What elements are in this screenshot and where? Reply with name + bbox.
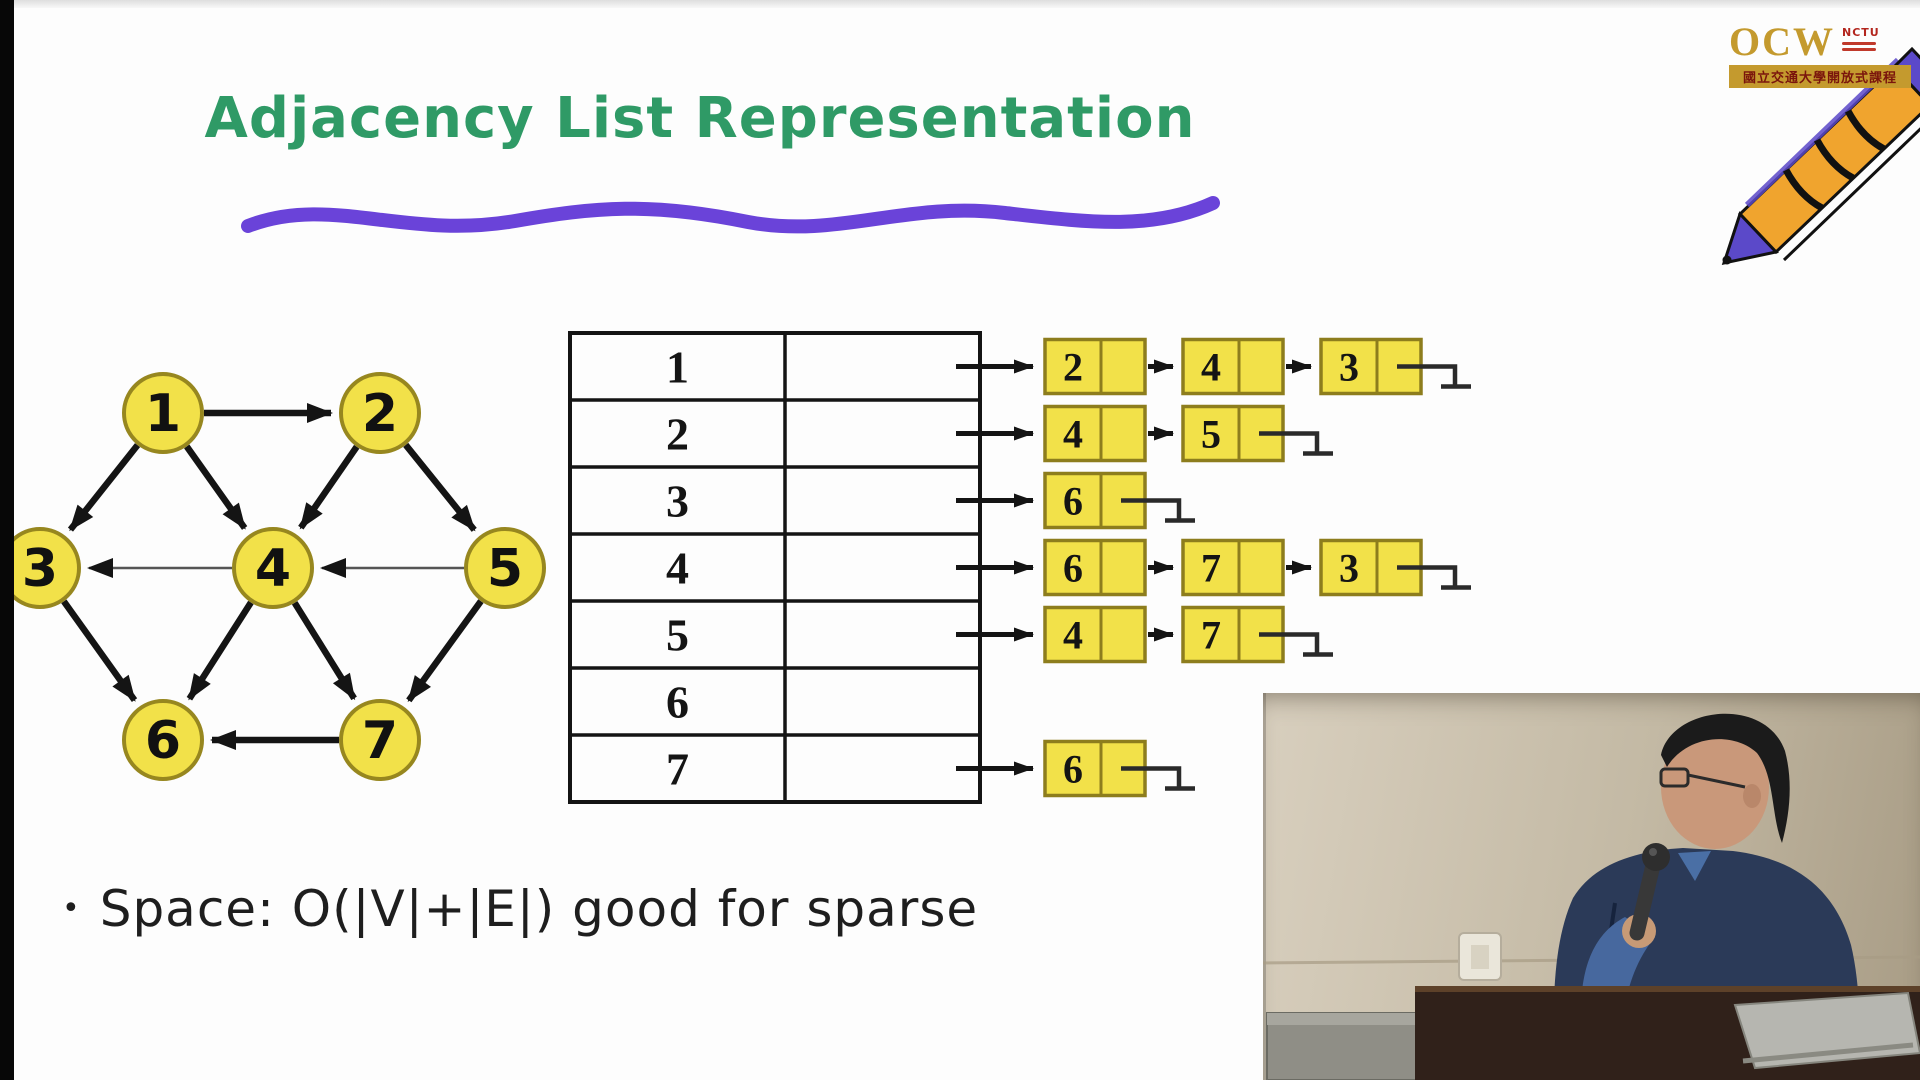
graph-node-label: 4 bbox=[255, 539, 291, 599]
nctu-label: NCTU bbox=[1842, 26, 1880, 39]
equipment-box bbox=[1266, 1012, 1418, 1080]
graph-node-label: 3 bbox=[22, 539, 58, 599]
table-vertex-label: 1 bbox=[666, 342, 689, 393]
null-pointer-icon bbox=[1397, 364, 1471, 389]
list-node-box bbox=[1043, 404, 1147, 463]
head bbox=[1661, 725, 1769, 849]
graph-edge-4-7 bbox=[291, 601, 357, 701]
adjacency-table: 1 2 3 4 5 6 7 bbox=[568, 331, 982, 804]
table-vertex-label: 5 bbox=[666, 610, 689, 661]
graph-edge-1-4 bbox=[184, 444, 248, 530]
table-vertex-label: 4 bbox=[666, 543, 689, 594]
graph-node-label: 7 bbox=[362, 711, 398, 771]
list-node-value: 7 bbox=[1201, 546, 1221, 591]
list-node-value: 3 bbox=[1339, 546, 1359, 591]
ear bbox=[1743, 784, 1761, 808]
list-node-box bbox=[1043, 605, 1147, 664]
list-node-value: 2 bbox=[1063, 345, 1083, 390]
lecturer-scene bbox=[1263, 713, 1920, 1080]
microphone bbox=[1629, 853, 1662, 941]
null-pointer-icon bbox=[1121, 498, 1195, 523]
hair bbox=[1661, 713, 1790, 843]
list-node-value: 5 bbox=[1201, 412, 1221, 457]
microphone-head bbox=[1642, 843, 1670, 871]
list-node-value: 4 bbox=[1201, 345, 1221, 390]
graph-node-5: 5 bbox=[464, 527, 546, 609]
bullet-line: • Space: O(|V|+|E|) good for sparse bbox=[62, 880, 978, 938]
bullet-marker: • bbox=[62, 891, 80, 926]
glasses-temple bbox=[1687, 773, 1746, 789]
table-border bbox=[568, 331, 982, 804]
null-pointer-icon bbox=[1259, 431, 1333, 456]
list-node-value: 3 bbox=[1339, 345, 1359, 390]
list-row-7: 6 bbox=[956, 739, 1195, 798]
graph-edge-4-6 bbox=[186, 600, 254, 701]
ocw-wordmark: OCW bbox=[1729, 19, 1835, 64]
graph-node-3: 3 bbox=[0, 527, 81, 609]
table-vertex-label: 3 bbox=[666, 476, 689, 527]
list-node-value: 7 bbox=[1201, 613, 1221, 658]
lecturer-webcam bbox=[1263, 693, 1920, 1080]
graph-edge-2-5 bbox=[403, 442, 477, 532]
graph-node-circle bbox=[464, 527, 546, 609]
laptop bbox=[1733, 991, 1920, 1070]
graph-node-label: 6 bbox=[145, 711, 181, 771]
graph-node-4: 4 bbox=[232, 527, 314, 609]
shirt-collar bbox=[1678, 851, 1711, 881]
microphone-highlight bbox=[1649, 848, 1657, 856]
null-pointer-icon bbox=[1397, 565, 1471, 590]
graph-node-label: 1 bbox=[145, 384, 181, 444]
graph-node-circle bbox=[232, 527, 314, 609]
nctu-ocw-logo: OCW NCTU 國立交通大學開放式課程 bbox=[1729, 22, 1911, 88]
light-switch bbox=[1458, 932, 1502, 981]
nctu-block: NCTU bbox=[1842, 22, 1880, 51]
graph-node-label: 5 bbox=[487, 539, 523, 599]
graph-node-6: 6 bbox=[122, 699, 204, 781]
graph-node-circle bbox=[122, 372, 204, 454]
list-node-value: 4 bbox=[1063, 613, 1083, 658]
list-node-box bbox=[1181, 538, 1285, 597]
list-node-value: 4 bbox=[1063, 412, 1083, 457]
slide-title: Adjacency List Representation bbox=[204, 86, 1196, 151]
logo-decor-line bbox=[1842, 42, 1876, 45]
graph-node-circle bbox=[339, 372, 421, 454]
null-pointer-icon bbox=[1121, 766, 1195, 791]
graph-node-7: 7 bbox=[339, 699, 421, 781]
graph-node-1: 1 bbox=[122, 372, 204, 454]
logo-band-text: 國立交通大學開放式課程 bbox=[1729, 65, 1911, 88]
graph-node-label: 2 bbox=[362, 384, 398, 444]
glasses bbox=[1659, 767, 1690, 788]
graph-node-2: 2 bbox=[339, 372, 421, 454]
graph-edge-1-3 bbox=[67, 443, 141, 532]
list-row-1: 2 4 3 bbox=[956, 337, 1471, 396]
top-edge-strip bbox=[0, 0, 1920, 8]
table-vertex-label: 2 bbox=[666, 409, 689, 460]
list-row-3: 6 bbox=[956, 471, 1195, 530]
table-vertex-label: 7 bbox=[666, 744, 689, 795]
null-pointer-icon bbox=[1259, 632, 1333, 657]
list-node-value: 6 bbox=[1063, 479, 1083, 524]
letterbox-left-bar bbox=[0, 0, 14, 1080]
bullet-text: Space: O(|V|+|E|) good for sparse bbox=[99, 880, 979, 938]
list-node-value: 6 bbox=[1063, 546, 1083, 591]
graph-edge-2-4 bbox=[298, 444, 360, 530]
directed-graph: 1 2 3 4 5 6 7 bbox=[0, 372, 546, 781]
list-node-box bbox=[1181, 337, 1285, 396]
list-node-value: 6 bbox=[1063, 747, 1083, 792]
logo-top-row: OCW NCTU bbox=[1729, 22, 1911, 62]
table-vertex-label: 6 bbox=[666, 677, 689, 728]
graph-edge-3-6 bbox=[61, 599, 138, 703]
graph-edge-5-7 bbox=[406, 599, 484, 703]
graph-node-circle bbox=[339, 699, 421, 781]
graph-node-circle bbox=[122, 699, 204, 781]
list-node-box bbox=[1043, 337, 1147, 396]
list-row-4: 6 7 3 bbox=[956, 538, 1471, 597]
list-node-box bbox=[1043, 538, 1147, 597]
logo-decor-line bbox=[1842, 48, 1876, 51]
title-underline bbox=[241, 196, 1220, 234]
